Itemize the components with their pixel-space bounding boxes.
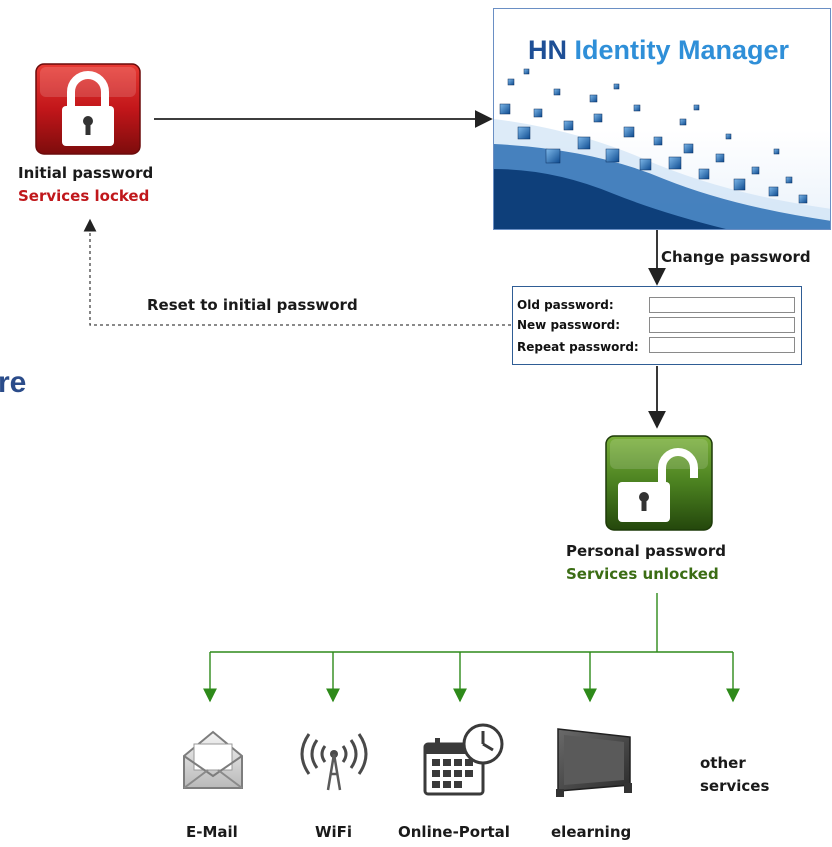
other-services-line2: services <box>700 777 770 795</box>
change-password-form: Old password: New password: Repeat passw… <box>512 286 802 365</box>
old-password-field[interactable] <box>649 297 795 313</box>
service-portal-label: Online-Portal <box>398 823 510 841</box>
hn-brand: HN <box>528 35 567 65</box>
initial-password-label: Initial password <box>18 164 154 182</box>
other-services-line1: other <box>700 754 746 772</box>
partial-heading: re <box>0 366 27 399</box>
unlocked-padlock-icon <box>604 434 714 536</box>
screen-icon <box>554 727 634 803</box>
identity-manager-brand: Identity Manager <box>574 35 790 65</box>
service-email-label: E-Mail <box>186 823 238 841</box>
repeat-password-label: Repeat password: <box>517 340 639 354</box>
wifi-icon <box>299 728 369 798</box>
reset-dashed-line <box>83 218 511 326</box>
repeat-password-field[interactable] <box>649 337 795 353</box>
new-password-label: New password: <box>517 318 621 332</box>
services-locked-label: Services locked <box>18 187 150 205</box>
personal-password-label: Personal password <box>566 542 726 560</box>
locked-padlock-icon <box>34 62 142 160</box>
reset-label: Reset to initial password <box>147 296 358 314</box>
calendar-clock-icon <box>423 722 505 802</box>
email-icon <box>180 726 246 798</box>
service-wifi-label: WiFi <box>315 823 353 841</box>
identity-manager-title: HN Identity Manager <box>528 35 789 66</box>
new-password-field[interactable] <box>649 317 795 333</box>
services-unlocked-label: Services unlocked <box>566 565 719 583</box>
blue-cubes-graphic <box>494 68 830 229</box>
change-password-label: Change password <box>661 248 811 266</box>
old-password-label: Old password: <box>517 298 614 312</box>
service-elearning-label: elearning <box>551 823 632 841</box>
identity-manager-panel[interactable]: HN Identity Manager <box>493 8 831 230</box>
